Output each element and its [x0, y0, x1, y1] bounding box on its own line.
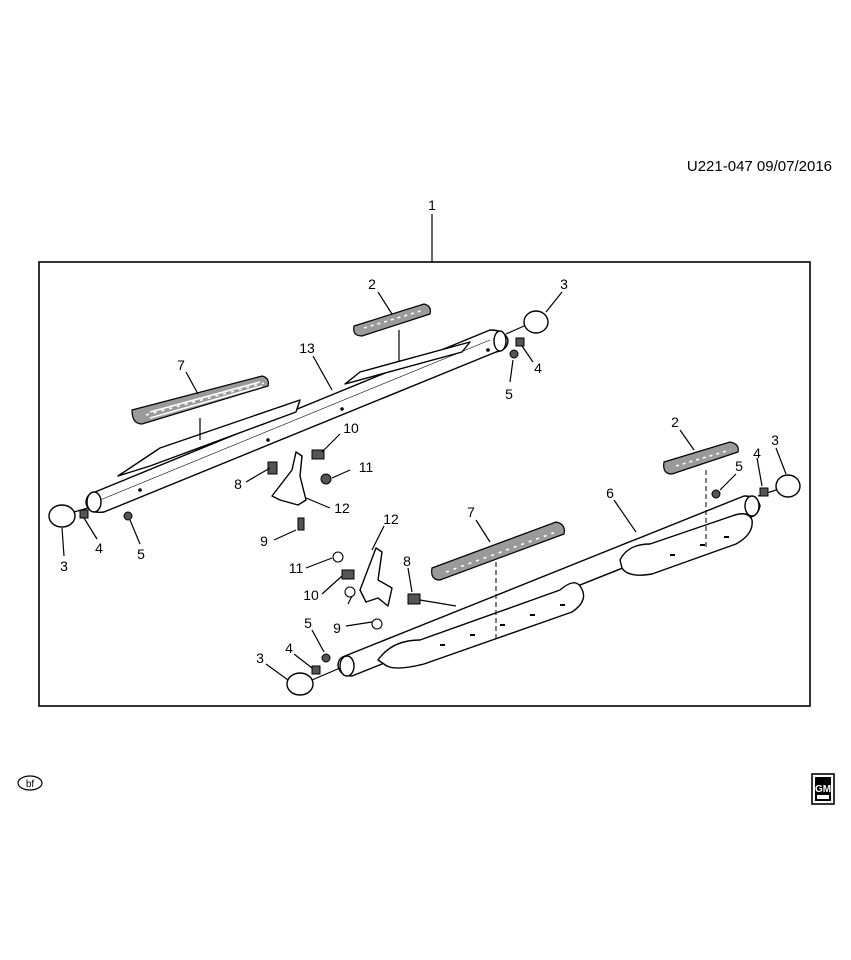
upper-end-cap-left: [48, 504, 76, 528]
lower-spacer-10: [341, 569, 355, 580]
callout-leaders: [61, 291, 787, 681]
callout-5: 5: [304, 615, 312, 631]
mount-hole: [486, 348, 490, 352]
upper-end-cap-right: [523, 310, 549, 334]
callout-7: 7: [467, 504, 475, 520]
upper-nut-8: [267, 461, 278, 475]
lower-bolt-11: [332, 551, 344, 563]
callout-11: 11: [359, 459, 374, 475]
callout-2: 2: [671, 414, 679, 430]
upper-rear-plate: [344, 341, 471, 385]
lower-drop-step-rear: [619, 513, 753, 576]
callout-8: 8: [403, 553, 411, 569]
callout-5: 5: [505, 386, 513, 402]
lower-short-step-pad: [663, 441, 739, 475]
upper-long-step-pad: [131, 375, 269, 425]
callout-10: 10: [343, 420, 359, 436]
mount-hole: [266, 438, 270, 442]
corner-code-text: bf: [26, 779, 35, 790]
reference-number: U221-047 09/07/2016: [687, 158, 832, 175]
callout-3: 3: [256, 650, 264, 666]
callout-9: 9: [260, 533, 268, 549]
callout-1: 1: [428, 197, 436, 213]
lower-bolt-9a: [344, 586, 356, 598]
corner-code-badge: bf: [17, 775, 43, 791]
callout-6: 6: [606, 485, 614, 501]
mount-hole: [340, 407, 344, 411]
lower-end-cap-right: [775, 474, 801, 498]
callout-7: 7: [177, 357, 185, 373]
lower-tube-end-left: [339, 655, 355, 677]
callout-4: 4: [95, 540, 103, 556]
callout-10: 10: [303, 587, 319, 603]
upper-screw-right: [509, 349, 519, 359]
lower-end-cap-left: [286, 672, 314, 696]
callout-2: 2: [368, 276, 376, 292]
cap-axis: [505, 325, 525, 335]
callout-13: 13: [299, 340, 315, 356]
mount-hole: [138, 488, 142, 492]
lower-bolt-9b: [371, 618, 383, 630]
gm-logo: GM: [811, 773, 835, 805]
callout-12: 12: [334, 500, 350, 516]
callout-3: 3: [771, 432, 779, 448]
upper-spacer-10: [311, 449, 325, 460]
bolt-axis: [419, 599, 457, 607]
upper-lower-plate: [117, 399, 301, 477]
callout-4: 4: [534, 360, 542, 376]
lower-retainer-right: [759, 487, 769, 497]
lower-screw-right: [711, 489, 721, 499]
callout-8: 8: [234, 476, 242, 492]
callout-5: 5: [735, 458, 743, 474]
callout-4: 4: [285, 640, 293, 656]
callout-3: 3: [60, 558, 68, 574]
cap-axis: [311, 667, 341, 681]
callout-11: 11: [289, 560, 304, 576]
upper-retainer-left: [79, 509, 89, 519]
upper-tube-end-right: [493, 330, 507, 352]
upper-screw-left: [123, 511, 133, 521]
callout-3: 3: [560, 276, 568, 292]
callout-9: 9: [333, 620, 341, 636]
upper-tube-highlight: [99, 339, 491, 501]
callout-12: 12: [383, 511, 399, 527]
upper-mount-bracket: [271, 451, 307, 506]
lower-long-step-pad: [431, 521, 565, 581]
lower-retainer-left: [311, 665, 321, 675]
callout-numbers: 1 2 3 4 5 13 7 10 11 8 12 9 3 4 5 2 3 4 …: [60, 197, 779, 666]
step-perforations: [440, 536, 729, 646]
callout-5: 5: [137, 546, 145, 562]
upper-tube-end-left: [86, 491, 102, 513]
upper-bolt-11: [320, 473, 332, 485]
lower-tube-end-right: [744, 495, 760, 517]
upper-bolt-9: [297, 517, 305, 531]
lower-step-bar-assembly: [286, 441, 801, 696]
lower-mount-bracket: [359, 547, 393, 607]
lower-screw-left: [321, 653, 331, 663]
lower-nut-8: [407, 593, 421, 605]
upper-short-step-pad: [353, 303, 431, 337]
gm-logo-text: GM: [815, 784, 831, 795]
assembly-frame: [38, 261, 811, 707]
lower-drop-step-front: [377, 582, 585, 669]
callout-4: 4: [753, 445, 761, 461]
upper-retainer-right: [515, 337, 525, 347]
upper-step-bar-assembly: [48, 303, 549, 531]
